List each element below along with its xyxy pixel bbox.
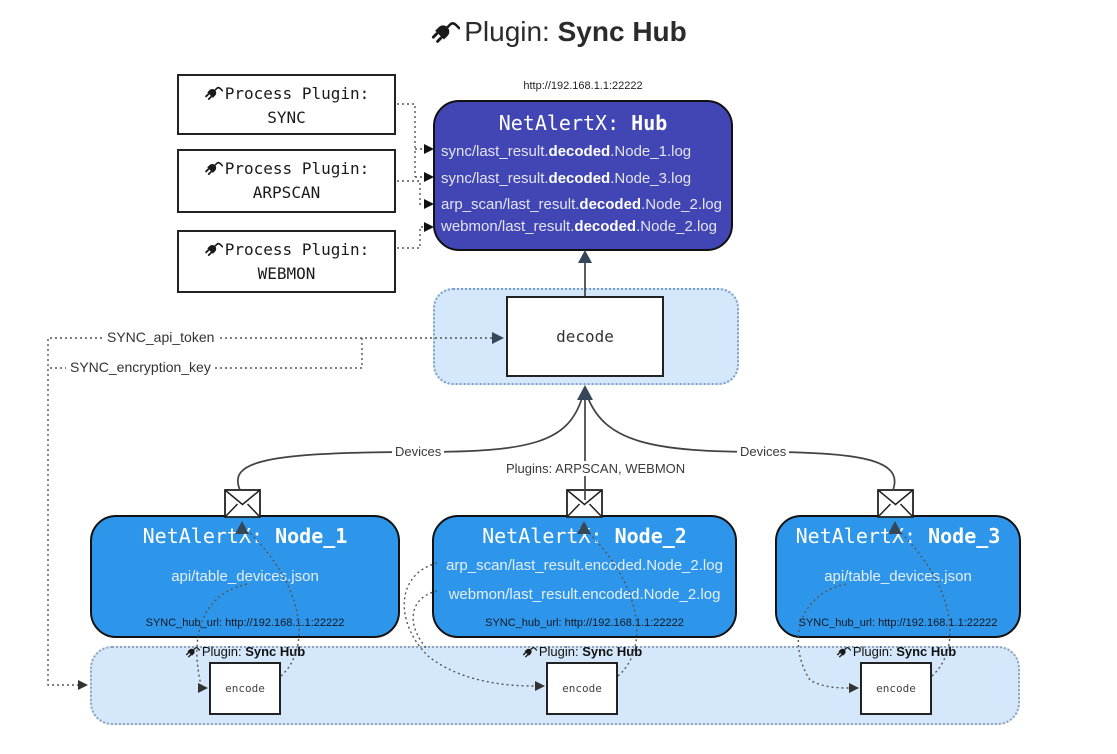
plug-icon: [202, 158, 224, 179]
plug-icon: [521, 644, 538, 661]
sync-encryption-key-label: SYNC_encryption_key: [66, 359, 215, 375]
plug-icon: [184, 644, 201, 661]
node1-hub-url: SYNC_hub_url: http://192.168.1.1:22222: [145, 617, 345, 629]
page-title: Plugin: Sync Hub: [0, 16, 1117, 49]
node1-file: api/table_devices.json: [171, 568, 319, 585]
encode-plugin-label: Plugin: Sync Hub: [155, 644, 335, 661]
process-plugin-label: Process Plugin:: [179, 83, 394, 104]
hub-log-line: webmon/last_result.decoded.Node_2.log: [441, 218, 717, 235]
sync-api-token-label: SYNC_api_token: [103, 329, 219, 345]
hub-title-prefix: NetAlertX:: [498, 111, 632, 135]
node3-hub-url: SYNC_hub_url: http://192.168.1.1:22222: [798, 617, 998, 629]
hub-log-line: sync/last_result.decoded.Node_3.log: [441, 170, 692, 187]
edge-label-devices-left: Devices: [392, 444, 445, 459]
decode-box: decode: [506, 296, 664, 377]
process-plugin-name: SYNC: [267, 108, 306, 127]
encode-box: encode: [209, 662, 281, 715]
edge-label-devices-right: Devices: [737, 444, 790, 459]
node2-file: webmon/last_result.encoded.Node_2.log: [448, 586, 721, 603]
process-plugin-name: WEBMON: [257, 264, 316, 283]
arrowhead-into-hub-bottom: [578, 250, 592, 263]
edge-webmon-plugin: [397, 226, 424, 249]
envelope-icon: [877, 489, 914, 518]
envelope-icon: [224, 489, 261, 518]
plug-icon: [202, 239, 224, 260]
hub-log-line: arp_scan/last_result.decoded.Node_2.log: [441, 196, 722, 213]
node2-file: arp_scan/last_result.encoded.Node_2.log: [446, 557, 723, 574]
process-plugin-label-text: Process Plugin:: [224, 84, 370, 103]
plug-icon: [202, 83, 224, 104]
hub-box: [433, 100, 733, 251]
edge-label-plugins: Plugins: ARPSCAN, WEBMON: [503, 461, 689, 476]
page-title-bold: Sync Hub: [557, 16, 687, 47]
plug-icon: [429, 16, 462, 49]
hub-title: NetAlertX: Hub: [433, 111, 733, 135]
node3-title: NetAlertX: Node_3: [795, 524, 1001, 548]
page-title-prefix: Plugin:: [464, 16, 558, 47]
hub-title-bold: Hub: [631, 111, 668, 135]
hub-url: http://192.168.1.1:22222: [523, 80, 643, 92]
envelope-icon: [566, 489, 603, 518]
process-plugin-label-text: Process Plugin:: [224, 240, 370, 259]
process-plugin-name: ARPSCAN: [252, 183, 321, 202]
process-plugin-box-sync: Process Plugin: SYNC: [177, 74, 396, 135]
arrowhead-into-decode-bottom: [577, 385, 593, 400]
node2-title: NetAlertX: Node_2: [482, 524, 687, 548]
hub-log-line: sync/last_result.decoded.Node_1.log: [441, 143, 692, 160]
encode-box: encode: [860, 662, 932, 715]
node3-file: api/table_devices.json: [824, 568, 972, 585]
process-plugin-label: Process Plugin:: [179, 239, 394, 260]
edge-arpscan-plugin: [397, 180, 424, 205]
arrowhead-into-band: [78, 680, 88, 690]
encode-plugin-label: Plugin: Sync Hub: [806, 644, 986, 661]
node1-title: NetAlertX: Node_1: [142, 524, 348, 548]
process-plugin-label: Process Plugin:: [179, 158, 394, 179]
encode-box: encode: [546, 662, 618, 715]
process-plugin-box-webmon: Process Plugin: WEBMON: [177, 230, 396, 293]
decode-label: decode: [556, 327, 614, 346]
plug-icon: [835, 644, 852, 661]
process-plugin-box-arpscan: Process Plugin: ARPSCAN: [177, 149, 396, 213]
process-plugin-label-text: Process Plugin:: [224, 159, 370, 178]
node2-hub-url: SYNC_hub_url: http://192.168.1.1:22222: [485, 617, 684, 629]
encode-plugin-label: Plugin: Sync Hub: [492, 644, 672, 661]
edge-sync-plugin: [397, 103, 416, 177]
